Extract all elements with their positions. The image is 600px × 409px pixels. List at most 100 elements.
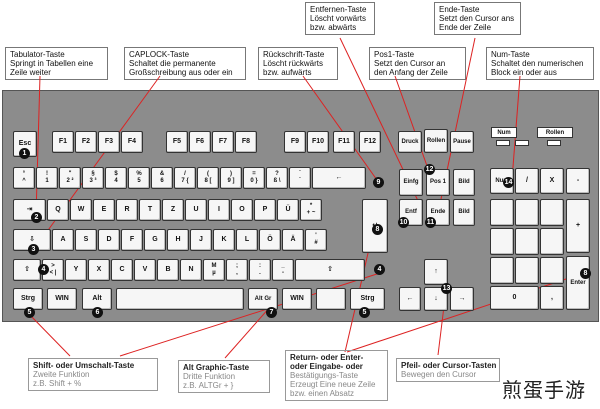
key-y-row-9[interactable]: :. [249,259,271,281]
key-win-right[interactable]: WIN [282,288,312,310]
key-numpad-0[interactable] [490,199,514,226]
key-num-row-1[interactable]: !1 [36,167,58,189]
key-d[interactable]: D [98,229,120,251]
key-e[interactable]: E [93,199,115,221]
key-y-row-10[interactable]: _- [272,259,294,281]
key-shift-left[interactable]: ⇧ [13,259,41,281]
key-q[interactable]: Q [47,199,69,221]
key-einfg[interactable]: Einfg [399,169,423,196]
key-win-left[interactable]: WIN [47,288,77,310]
key-num-row-0[interactable]: °^ [13,167,35,189]
key-f2[interactable]: F2 [75,131,97,153]
key-f4[interactable]: F4 [121,131,143,153]
key-arrow-left[interactable]: ← [399,287,421,311]
key-num-row-4[interactable]: $4 [105,167,127,189]
key-shift-right[interactable]: ⇧ [295,259,365,281]
key-space[interactable] [116,288,244,310]
key-rollen[interactable]: Rollen [424,129,448,153]
annotation-tab-title: Tabulator-Taste [10,50,65,59]
key-num-row-2[interactable]: "2 ² [59,167,81,189]
key-c[interactable]: C [111,259,133,281]
key-num-row-12[interactable]: `´ [289,167,311,189]
key-num-plus[interactable]: + [566,199,590,253]
key-b[interactable]: B [157,259,179,281]
key-num-row-0-upper: ° [22,171,26,177]
key-r[interactable]: R [116,199,138,221]
key-ä[interactable]: Ä [282,229,304,251]
key-ü[interactable]: Ü [277,199,299,221]
key-f10[interactable]: F10 [307,131,329,153]
key-bild-up[interactable]: Bild [453,169,475,196]
key-numpad-1[interactable] [515,199,539,226]
key-backspace[interactable]: ← [312,167,366,189]
key-num-comma[interactable]: , [540,286,564,310]
key-num-row-8[interactable]: (8 [ [197,167,219,189]
key-y-row-9-lower: . [259,270,261,276]
key-num-row-3[interactable]: §3 ³ [82,167,104,189]
key-f3[interactable]: F3 [98,131,120,153]
key-num-row-11[interactable]: ?ß \ [266,167,288,189]
key-p[interactable]: P [254,199,276,221]
key-t[interactable]: T [139,199,161,221]
key-i[interactable]: I [208,199,230,221]
key-num-row-6[interactable]: &6 [151,167,173,189]
key-numpad-6[interactable] [490,257,514,284]
key-u[interactable]: U [185,199,207,221]
badge-5-right: 5 [359,307,370,318]
key-pause[interactable]: Pause [450,131,474,153]
key-num-mul[interactable]: X [540,168,564,194]
key-l[interactable]: L [236,229,258,251]
key-y[interactable]: Y [65,259,87,281]
key-f[interactable]: F [121,229,143,251]
key-a[interactable]: A [52,229,74,251]
key-n[interactable]: N [180,259,202,281]
key-f6[interactable]: F6 [189,131,211,153]
key-num-row-5[interactable]: %5 [128,167,150,189]
key-num-div[interactable]: / [515,168,539,194]
key-f12[interactable]: F12 [359,131,381,153]
key-g[interactable]: G [144,229,166,251]
key-numpad-7[interactable] [515,257,539,284]
key-arrow-up[interactable]: ↑ [424,259,448,285]
key-menu[interactable] [316,288,346,310]
key-num-row-7[interactable]: /7 { [174,167,196,189]
key-w[interactable]: W [70,199,92,221]
key-v[interactable]: V [134,259,156,281]
key-numpad-5[interactable] [540,228,564,255]
key-num-enter[interactable]: Enter [566,256,590,310]
key-strg-right[interactable]: Strg [350,288,385,310]
key-f8[interactable]: F8 [235,131,257,153]
key-z[interactable]: Z [162,199,184,221]
key-j[interactable]: J [190,229,212,251]
key-arrow-right[interactable]: → [450,287,474,311]
key-ö[interactable]: Ö [259,229,281,251]
key-f1[interactable]: F1 [52,131,74,153]
key-numpad-2[interactable] [540,199,564,226]
key-num-0[interactable]: 0 [490,286,539,310]
key-o[interactable]: O [231,199,253,221]
key-numpad-4[interactable] [515,228,539,255]
key-numpad-3[interactable] [490,228,514,255]
badge-10: 10 [398,217,409,228]
key-h[interactable]: H [167,229,189,251]
key-num-row-10[interactable]: =0 } [243,167,265,189]
key-f11[interactable]: F11 [333,131,355,153]
key-num-minus[interactable]: - [566,168,590,194]
key-y-row-8[interactable]: ;, [226,259,248,281]
key-numpad-8[interactable] [540,257,564,284]
key-k[interactable]: K [213,229,235,251]
key-druck[interactable]: Druck [398,131,422,153]
key-altgr[interactable]: Alt Gr [248,288,278,310]
key-x[interactable]: X [88,259,110,281]
key-num-row-9[interactable]: )9 ] [220,167,242,189]
key-num-row-6-upper: & [159,171,165,177]
key-s[interactable]: S [75,229,97,251]
key-f5[interactable]: F5 [166,131,188,153]
key-hash[interactable]: '# [305,229,327,251]
key-plus[interactable]: *+ ~ [300,199,322,221]
key-f9[interactable]: F9 [284,131,306,153]
key-f7[interactable]: F7 [212,131,234,153]
key-bild-down[interactable]: Bild [453,199,475,226]
annotation-entf: Entfernen-Taste Löscht vorwärts bzw. abw… [305,2,375,35]
